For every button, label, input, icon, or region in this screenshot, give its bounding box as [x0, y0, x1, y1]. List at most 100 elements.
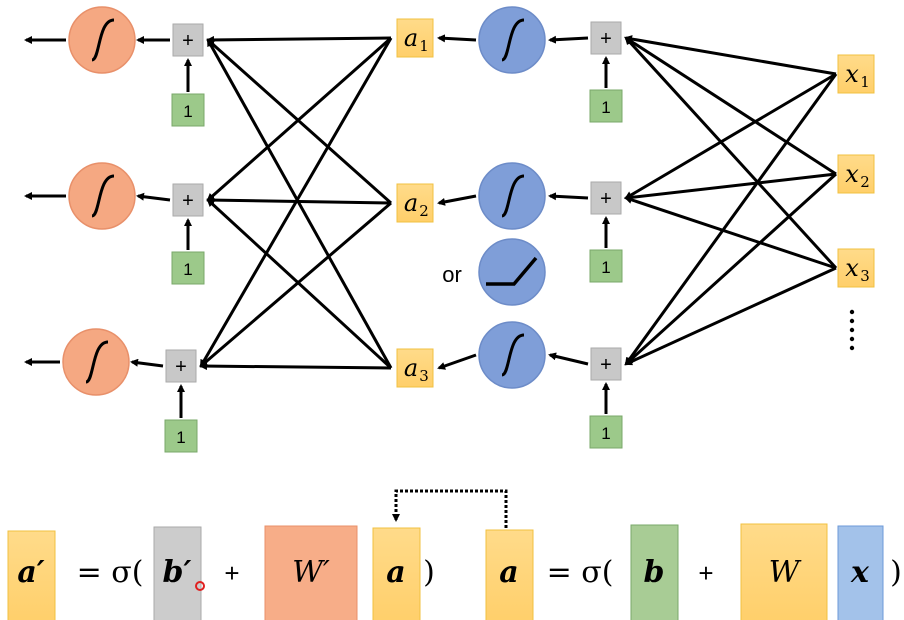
weight-w-prime: W′ — [292, 555, 330, 590]
weight-connection — [206, 38, 392, 205]
equals-sigma-left: = σ( — [77, 555, 144, 590]
close-paren-right: ) — [890, 555, 902, 590]
ellipsis-dot — [849, 318, 855, 324]
input-x3-subscript: 3 — [860, 267, 870, 285]
sum-node — [165, 349, 197, 383]
output-a-box — [485, 529, 534, 620]
hidden-value-a3-subscript: 3 — [419, 367, 429, 385]
weight-connection — [624, 172, 837, 202]
ellipsis-dot — [849, 336, 855, 342]
or-label: or — [442, 262, 462, 287]
sum-node — [172, 23, 204, 57]
weight-connection — [199, 201, 392, 368]
weight-connection — [624, 196, 837, 270]
sum-node — [172, 183, 204, 217]
sum-symbol: + — [182, 190, 194, 212]
sigmoid-curve-icon — [501, 333, 525, 377]
arrow — [136, 192, 171, 202]
output-neuron — [68, 162, 136, 230]
weight-connection — [624, 266, 837, 366]
relu-neuron — [478, 238, 546, 306]
hidden-value-a1-subscript: 1 — [419, 37, 429, 55]
hidden-neuron — [478, 321, 546, 389]
bias-value: 1 — [183, 260, 192, 279]
sigmoid-curve-icon — [91, 18, 115, 62]
weight-connection — [624, 36, 837, 176]
hidden-neuron — [478, 6, 546, 74]
bias-node — [171, 251, 205, 285]
arrow — [548, 192, 589, 201]
ellipsis-dot — [849, 327, 855, 333]
arrow — [548, 352, 589, 366]
input-x2 — [837, 154, 875, 194]
input-x1-subscript: 1 — [860, 73, 870, 91]
weight-connection — [624, 73, 838, 366]
arrow — [130, 358, 164, 368]
bias-value: 1 — [601, 98, 610, 117]
hidden-neuron — [478, 162, 546, 230]
bias-value: 1 — [601, 424, 610, 443]
bias-node — [589, 89, 623, 123]
feedback-dashed-arrow — [392, 489, 508, 528]
sigmoid-curve-icon — [85, 340, 109, 384]
sum-symbol: + — [600, 28, 612, 50]
output-a-prime-box — [7, 530, 56, 620]
sum-symbol: + — [600, 354, 612, 376]
input-a: a — [386, 555, 405, 590]
weight-w-box — [740, 523, 828, 620]
sum-node — [590, 21, 622, 55]
hidden-value-a3 — [396, 348, 434, 388]
output-a: a — [499, 555, 518, 590]
bias-value: 1 — [183, 102, 192, 121]
equals-sigma-right: = σ( — [547, 555, 614, 590]
arrow — [437, 34, 477, 43]
input-x3 — [837, 248, 875, 288]
relu-curve-icon — [486, 256, 538, 286]
weight-w-prime-box — [264, 525, 358, 620]
input-x3-label: x — [845, 254, 859, 282]
weight-connection — [624, 172, 838, 366]
sum-node — [590, 347, 622, 381]
output-neuron — [68, 6, 136, 74]
sum-symbol: + — [175, 356, 187, 378]
arrow — [437, 194, 477, 206]
weight-connection — [624, 36, 838, 270]
input-a-box — [372, 527, 421, 620]
input-x-box — [837, 525, 884, 620]
sigmoid-curve-icon — [501, 18, 525, 62]
weight-connection — [206, 38, 393, 369]
weight-connection — [624, 72, 837, 200]
close-paren-left: ) — [423, 555, 435, 590]
bias-node — [164, 419, 198, 453]
bias-node — [171, 93, 205, 127]
weight-connection — [199, 362, 392, 371]
hidden-value-a2-subscript: 2 — [419, 202, 429, 220]
bias-b-prime: b′ — [163, 555, 192, 590]
bias-b-prime-box — [153, 526, 202, 620]
input-x2-label: x — [845, 160, 859, 188]
arrow — [548, 35, 589, 44]
sum-symbol: + — [182, 30, 194, 52]
weight-connection — [206, 198, 393, 370]
weight-connection — [206, 35, 392, 44]
sigmoid-curve-icon — [501, 174, 525, 218]
hidden-value-a3-label: a — [404, 354, 418, 382]
cursor-dot — [195, 581, 205, 591]
input-x2-subscript: 2 — [860, 173, 870, 191]
weight-connection — [624, 35, 837, 76]
input-x1 — [837, 54, 875, 94]
bias-b-box — [630, 524, 679, 620]
input-x: x — [850, 555, 870, 590]
arrow — [437, 353, 477, 370]
ellipsis-dot — [849, 345, 855, 351]
bias-node — [589, 249, 623, 283]
hidden-value-a2-label: a — [404, 189, 418, 217]
bias-b: b — [644, 555, 665, 590]
plus-right: + — [698, 558, 713, 588]
sum-node — [590, 181, 622, 215]
sigmoid-curve-icon — [91, 174, 115, 218]
bias-node — [589, 415, 623, 449]
